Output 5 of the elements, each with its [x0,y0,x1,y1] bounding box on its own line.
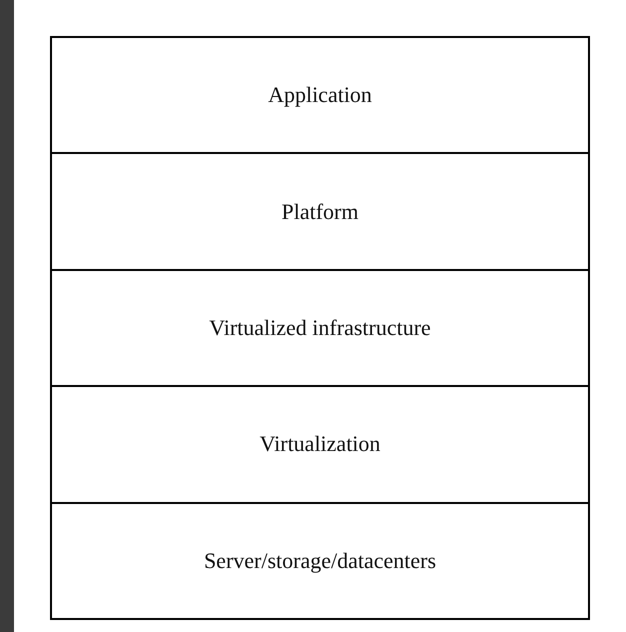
layer-label: Platform [282,198,358,225]
layer-label: Server/storage/datacenters [204,548,436,574]
layer-label: Virtualization [260,431,380,458]
layer-label: Application [268,82,372,108]
layer-label: Virtualized infrastructure [209,315,431,342]
